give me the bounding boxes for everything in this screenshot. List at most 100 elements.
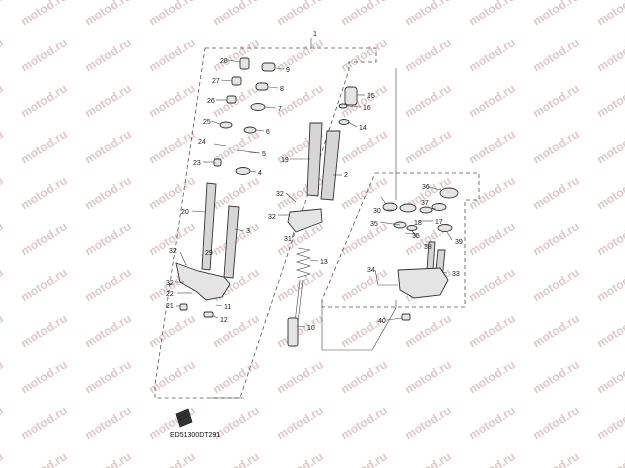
part-25 [219,121,233,129]
watermark-text: motod.ru [0,265,6,304]
part-4 [235,167,251,175]
tube-outline [210,68,397,399]
watermark-text: motod.ru [402,0,454,29]
watermark-text: motod.ru [338,403,390,442]
watermark-text: motod.ru [0,81,6,120]
watermark-text: motod.ru [82,219,134,258]
watermark-text: motod.ru [530,81,582,120]
watermark-text: motod.ru [466,35,518,74]
watermark-text: motod.ru [82,127,134,166]
watermark-text: motod.ru [466,173,518,212]
part-2 [320,130,341,201]
watermark-text: motod.ru [530,35,582,74]
part-bearing-a [382,202,398,212]
watermark-text: motod.ru [210,35,262,74]
callout-17: 17 [435,219,443,226]
watermark-text: motod.ru [82,265,134,304]
watermark-text: motod.ru [146,173,198,212]
watermark-text: motod.ru [530,403,582,442]
watermark-text: motod.ru [466,265,518,304]
part-27 [231,76,242,86]
watermark-text: motod.ru [594,357,625,396]
callout-40: 40 [378,318,386,325]
part-28 [239,57,250,70]
watermark-text: motod.ru [530,127,582,166]
watermark-text: motod.ru [402,81,454,120]
part-37 [431,203,447,211]
watermark-text: motod.ru [338,219,390,258]
watermark-text: motod.ru [338,35,390,74]
part-26 [226,95,237,104]
callout-2: 2 [344,172,348,179]
right-bracket-assembly [382,187,459,321]
callout-24: 24 [198,139,206,146]
watermark-text: motod.ru [466,81,518,120]
callout-21: 21 [166,303,174,310]
watermark-text: motod.ru [18,173,70,212]
watermark-text: motod.ru [402,127,454,166]
callout-18: 18 [414,220,422,227]
callout-34: 34 [367,267,375,274]
watermark-text: motod.ru [146,35,198,74]
watermark-text: motod.ru [338,449,390,468]
callout-15: 15 [367,93,375,100]
watermark-text: motod.ru [466,219,518,258]
watermark-text: motod.ru [0,311,6,350]
watermark-text: motod.ru [594,35,625,74]
callout-7: 7 [278,106,282,113]
callout-32b: 32 [268,214,276,221]
callout-36: 36 [422,184,430,191]
part-10 [287,317,299,347]
watermark-text: motod.ru [82,35,134,74]
watermark-text: motod.ru [594,127,625,166]
callout-25: 25 [203,119,211,126]
part-13-spring [295,247,312,279]
watermark-text: motod.ru [146,0,198,29]
watermark-text: motod.ru [82,357,134,396]
watermark-text: motod.ru [402,449,454,468]
part-8 [255,82,269,91]
part-7 [250,103,266,111]
callout-19: 19 [281,157,289,164]
callout-12: 12 [220,317,228,324]
callout-8: 8 [280,86,284,93]
callout-32d: 32 [166,280,174,287]
callout-20: 20 [181,209,189,216]
part-14 [338,119,350,125]
watermark-text: motod.ru [530,265,582,304]
watermark-text: motod.ru [82,449,134,468]
callout-29: 29 [205,250,213,257]
leader-lines [175,59,453,328]
watermark-text: motod.ru [466,0,518,29]
part-18 [406,225,418,231]
watermark-text: motod.ru [338,0,390,29]
part-39 [437,224,453,232]
watermark-text: motod.ru [530,357,582,396]
watermark-text: motod.ru [274,357,326,396]
watermark-text: motod.ru [0,403,6,442]
callout-32c: 32 [169,248,177,255]
callout-33: 33 [452,271,460,278]
watermark-text: motod.ru [146,357,198,396]
watermark-text: motod.ru [594,81,625,120]
watermark-text: motod.ru [18,35,70,74]
callout-27: 27 [212,78,220,85]
callout-26: 26 [207,98,215,105]
callout-16: 16 [363,105,371,112]
watermark-text: motod.ru [0,0,6,29]
callout-39: 39 [455,239,463,246]
part-11-bracket [175,262,231,301]
watermark-text: motod.ru [530,449,582,468]
part-12 [203,311,214,318]
part-bearing-b [399,203,417,213]
watermark-text: motod.ru [0,127,6,166]
watermark-text: motod.ru [82,81,134,120]
callout-30: 30 [373,208,381,215]
part-6 [243,126,257,134]
watermark-text: motod.ru [82,311,134,350]
part-24 [213,143,227,147]
part-16 [338,103,348,109]
watermark-text: motod.ru [466,449,518,468]
watermark-text: motod.ru [594,403,625,442]
